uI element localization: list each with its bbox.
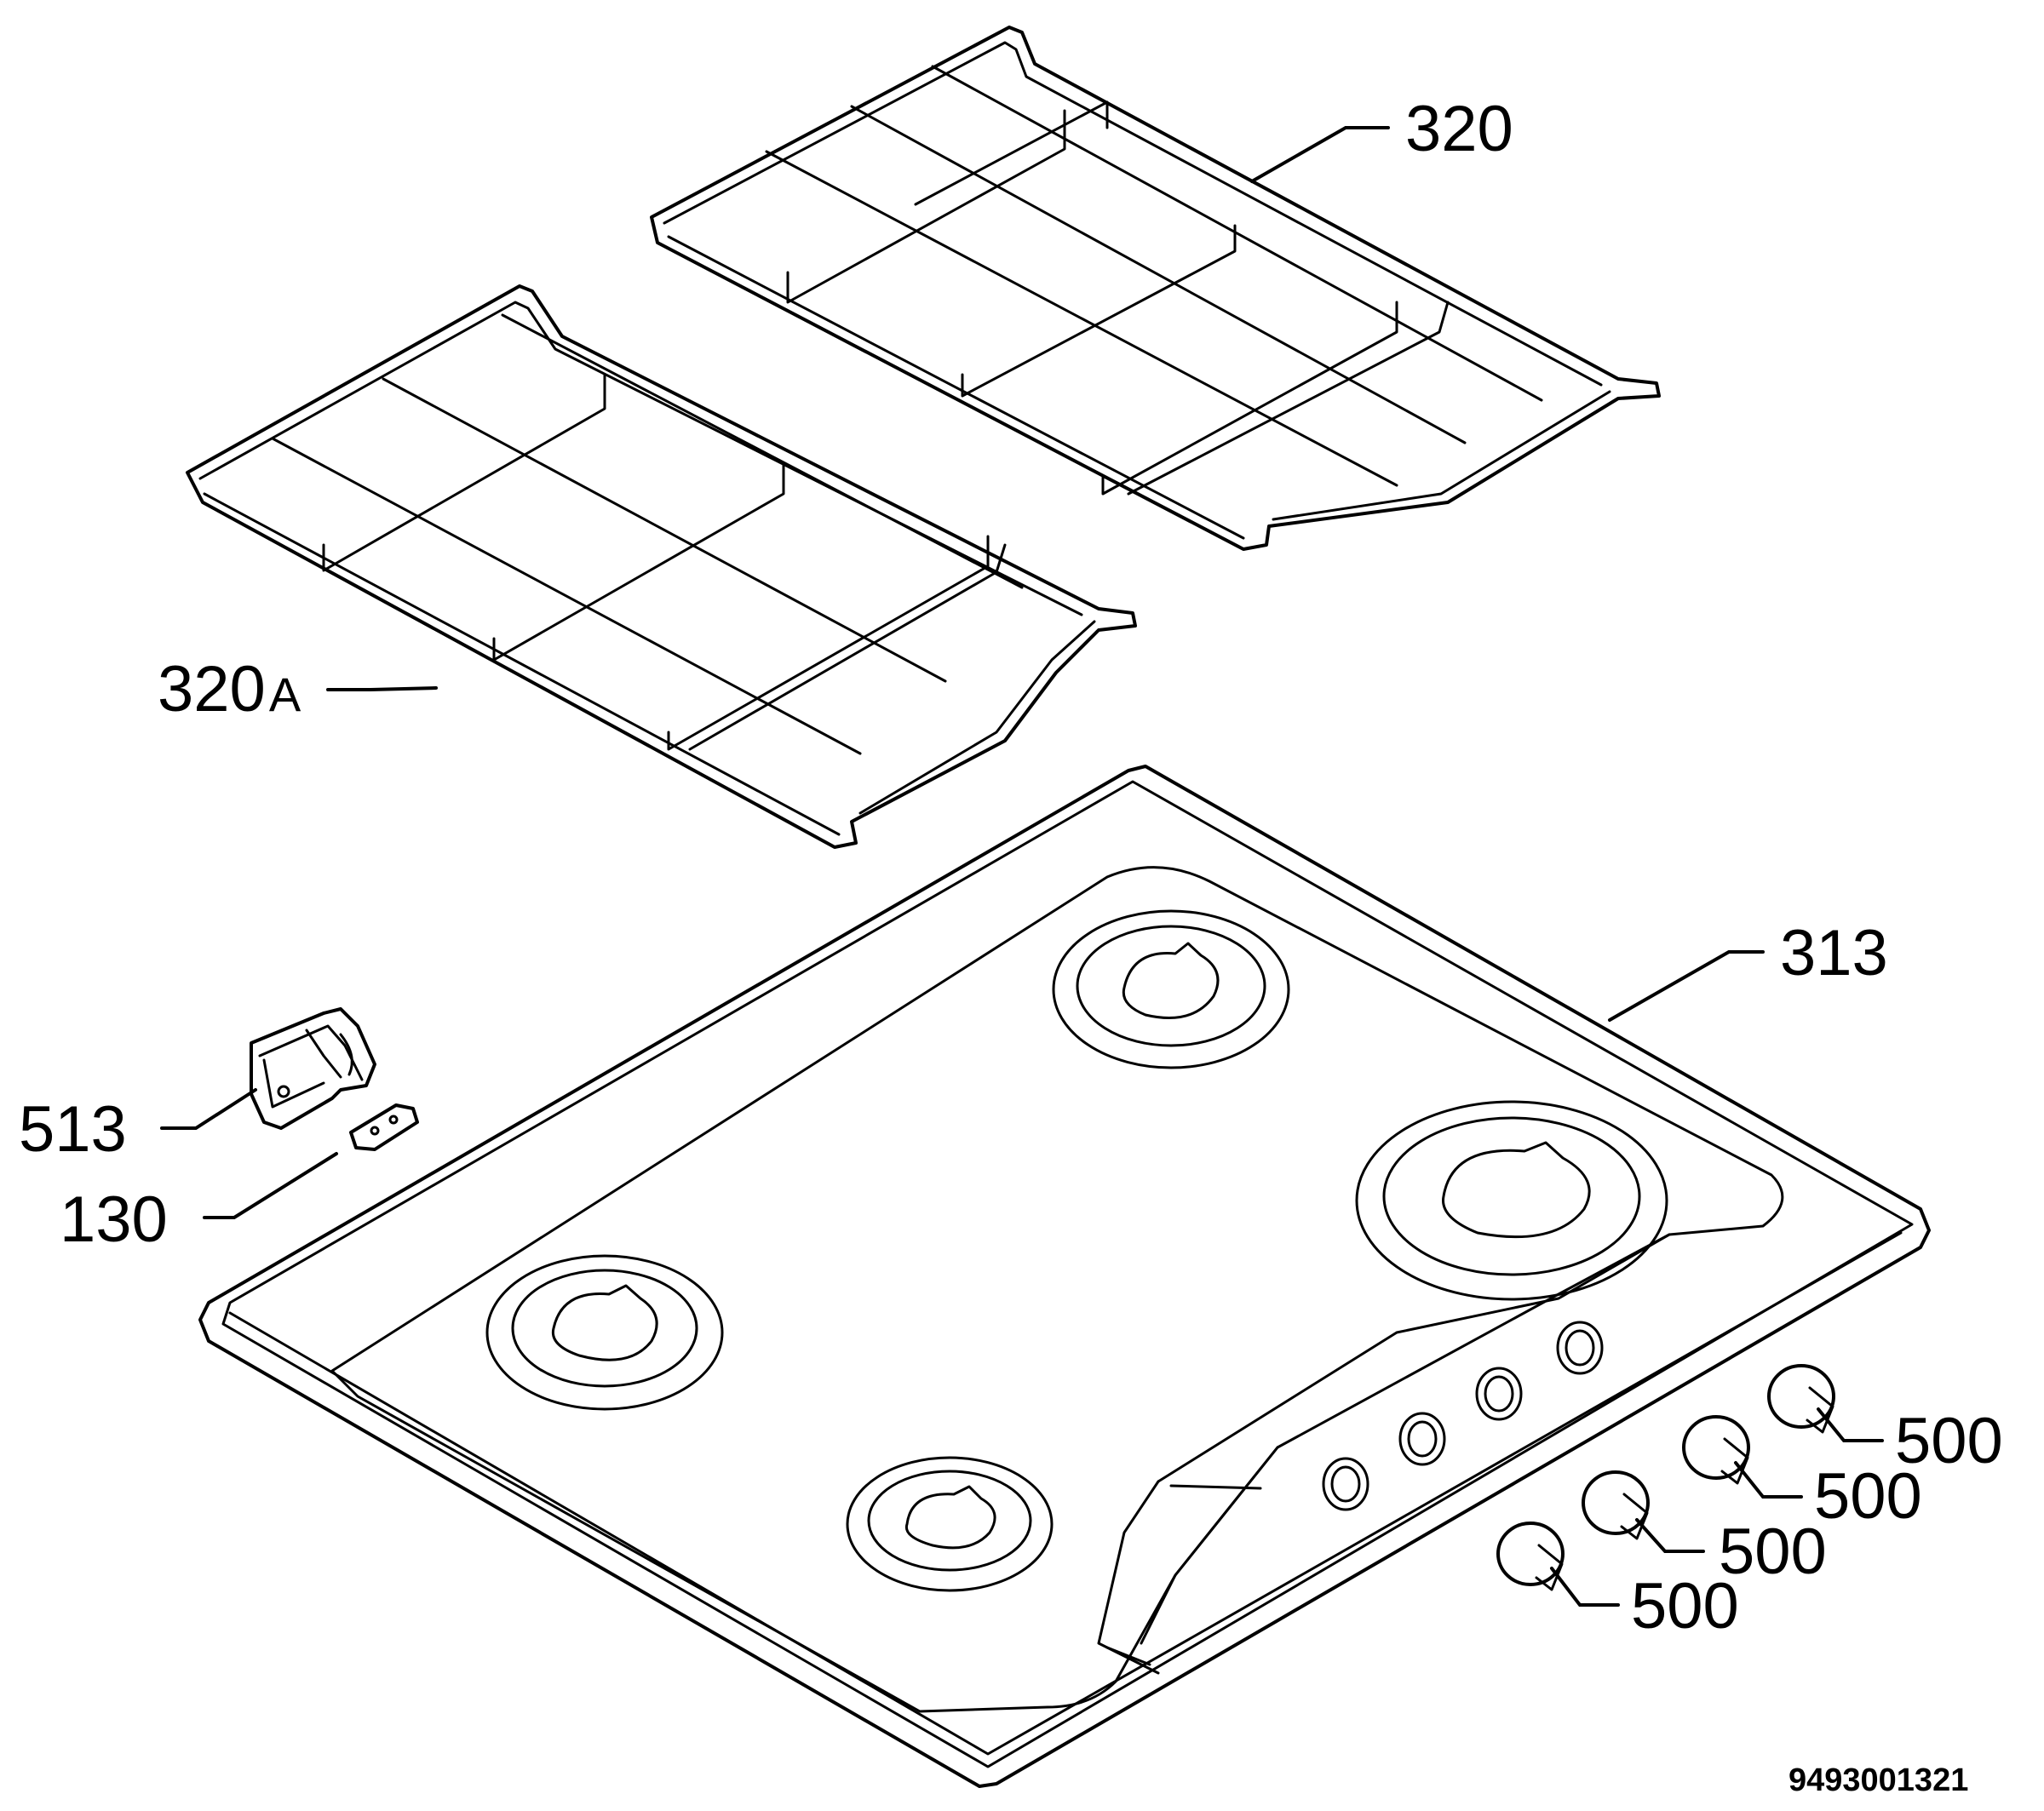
label-500-knob-4: 500 [1631,1570,1739,1642]
label-500-knob-3: 500 [1719,1516,1827,1588]
spring-clip-130 [349,1103,419,1151]
burner-left [485,1254,724,1411]
knob-holes [1322,1321,1604,1511]
mounting-bracket-513 [250,1007,376,1130]
label-313: 313 [1780,917,1888,989]
control-knob-4 [1496,1522,1565,1591]
label-513: 513 [19,1093,127,1166]
pan-support-320 [650,26,1661,551]
drawing-number: 9493001321 [1788,1762,1968,1798]
pan-support-320A [186,284,1137,849]
leader-lines [160,126,1884,1607]
label-130: 130 [60,1183,168,1256]
burner-right [1355,1100,1668,1301]
control-knob-1 [1767,1364,1835,1434]
control-knob-2 [1682,1415,1750,1485]
label-320A-number: 320 [158,653,266,725]
label-320A-suffix: A [269,668,301,721]
burner-top [1052,909,1290,1069]
label-320: 320 [1405,93,1513,165]
hob-cooktop-313 [198,765,1931,1788]
label-500-knob-1: 500 [1895,1405,2003,1477]
control-knob-3 [1582,1470,1650,1540]
burner-bottom [846,1456,1054,1592]
label-320A: 320A [158,653,301,725]
label-500-knob-2: 500 [1814,1460,1922,1533]
